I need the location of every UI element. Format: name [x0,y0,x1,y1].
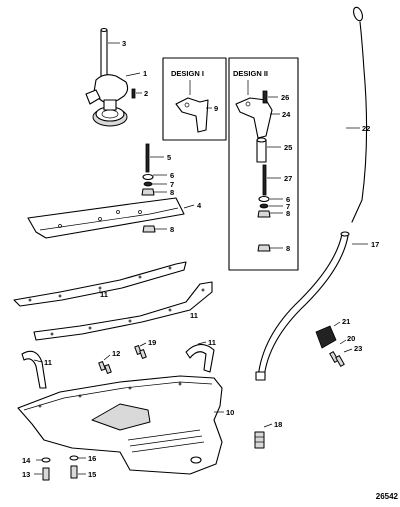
callout-21: 21 [342,317,350,326]
windage-tray-part [27,197,185,239]
callout-22: 22 [362,124,370,133]
callout-19: 19 [148,338,156,347]
callout-23: 23 [354,344,362,353]
stud-and-hardware-part [141,143,155,196]
fitting-part [254,431,265,449]
pan-gasket-upper [13,261,187,307]
callout-7-design-ii: 7 [286,202,290,211]
callout-11-right-seal: 11 [208,338,216,347]
callout-27: 27 [284,174,292,183]
dipstick-part [351,6,368,223]
callout-25: 25 [284,143,292,152]
pan-bolts-12 [98,361,112,374]
callout-11-lower: 11 [190,311,198,320]
callout-18: 18 [274,420,282,429]
callout-17: 17 [371,240,379,249]
callout-26: 26 [281,93,289,102]
callout-20: 20 [347,334,355,343]
design-ii-label: DESIGN II [233,69,268,78]
callouts: 3 1 2 9 26 24 25 27 6 7 8 8 5 6 7 8 4 8 [22,39,379,479]
callout-1: 1 [143,69,147,78]
callout-11-upper: 11 [100,290,108,299]
callout-10: 10 [226,408,234,417]
callout-11-left-seal: 11 [44,358,52,367]
callout-6-design-ii: 6 [286,195,290,204]
callout-7: 7 [170,180,174,189]
figure-number: 26542 [375,492,398,501]
design-i-box: DESIGN I [162,57,227,141]
drain-hardware-part [41,455,79,481]
callout-6: 6 [170,171,174,180]
callout-13: 13 [22,470,30,479]
callout-24: 24 [282,110,291,119]
callout-4: 4 [197,201,202,210]
design-i-label: DESIGN I [171,69,204,78]
callout-9: 9 [214,104,218,113]
callout-2: 2 [144,89,148,98]
callout-3: 3 [122,39,126,48]
design-ii-box: DESIGN II [228,57,299,271]
dipstick-tube-part [255,231,350,381]
callout-14: 14 [22,456,31,465]
tray-nut-part [142,225,156,233]
callout-8: 8 [170,188,174,197]
callout-12: 12 [112,349,120,358]
callout-8-design-ii-lower: 8 [286,244,290,253]
callout-15: 15 [88,470,96,479]
rear-seal-left [21,350,47,389]
rear-seal-right [185,343,215,373]
callout-16: 16 [88,454,96,463]
pan-bolts-19 [134,345,147,359]
pickup-tube-part [100,27,108,79]
pan-gasket-lower [33,281,213,341]
callout-8-design-ii: 8 [286,209,290,218]
oil-pan-part [17,375,223,475]
callout-8-tray: 8 [170,225,174,234]
pump-screw-part [131,88,136,99]
callout-5: 5 [167,153,171,162]
oil-pump-part [85,74,129,127]
tube-clip-part [315,325,345,367]
